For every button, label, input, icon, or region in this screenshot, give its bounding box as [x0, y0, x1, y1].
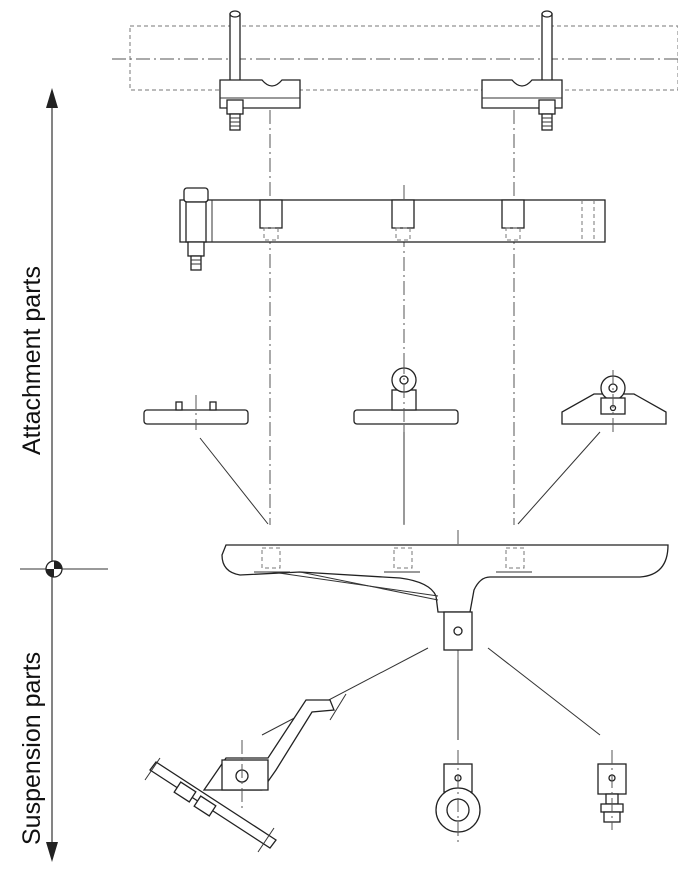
rail-clamp-left	[219, 10, 301, 131]
arrow-down-icon	[46, 842, 58, 862]
bent-arm-hanger	[144, 693, 347, 853]
rail-beam	[112, 25, 678, 91]
eye-plate-adapter	[353, 360, 459, 432]
arrow-up-icon	[46, 88, 58, 108]
suspension-parts-label: Suspension parts	[18, 651, 46, 845]
mounting-bar	[179, 187, 606, 271]
eye-rod-hanger	[435, 750, 481, 842]
rail-clamp-right	[481, 10, 563, 131]
gusset-bracket-adapter	[561, 370, 667, 432]
flat-plate-adapter	[143, 395, 249, 430]
threaded-hanger	[597, 750, 627, 830]
datum-target-icon	[20, 560, 108, 578]
range-axis	[46, 88, 58, 862]
main-bracket	[221, 544, 669, 651]
attachment-parts-label: Attachment parts	[18, 266, 46, 455]
leader-lines-lower	[261, 647, 601, 740]
leader-lines-upper	[199, 431, 601, 525]
